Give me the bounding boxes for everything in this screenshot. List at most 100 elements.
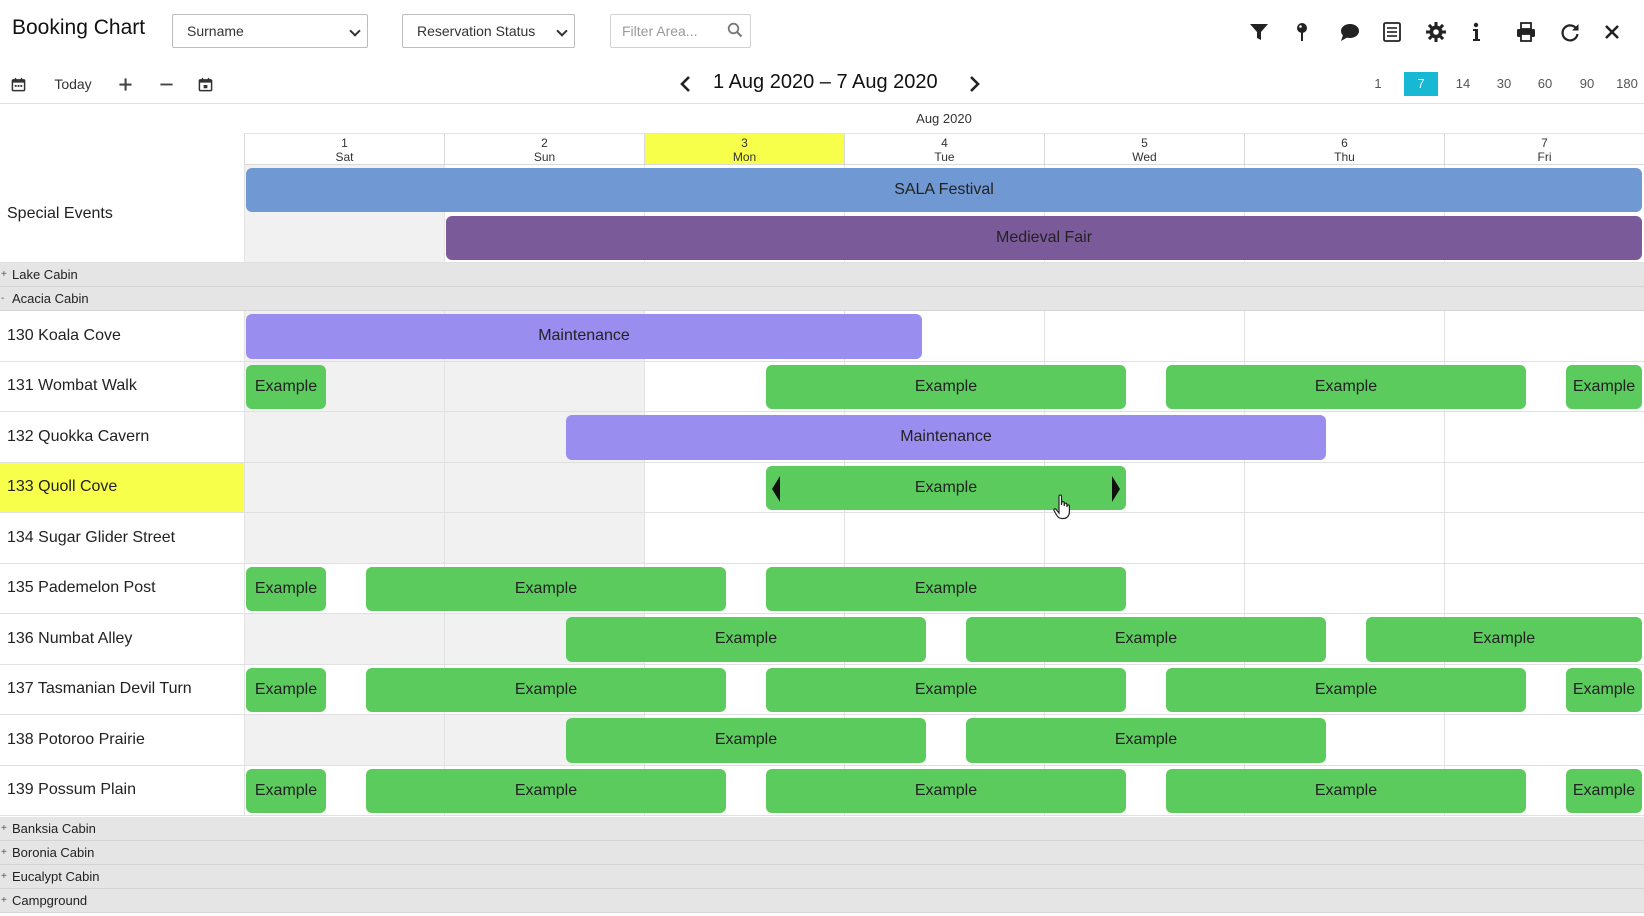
day-cell[interactable] [1044,165,1244,262]
day-cell[interactable] [1444,715,1644,765]
day-cell[interactable] [244,715,444,765]
calendar-icon[interactable] [8,72,28,96]
today-button[interactable]: Today [54,76,92,92]
info-icon[interactable] [1464,20,1488,44]
group-row-campground[interactable]: + Campground [0,889,1644,913]
day-cell[interactable] [1244,513,1444,563]
list-icon[interactable] [1380,20,1404,44]
day-cell[interactable] [244,412,444,462]
day-cell[interactable] [444,361,644,411]
day-cell[interactable] [1044,311,1244,361]
filter-area-input[interactable] [610,14,751,48]
group-row-eucalypt-cabin[interactable]: + Eucalypt Cabin [0,865,1644,889]
booking-bar[interactable]: Example [1166,768,1526,813]
zoom-option-1[interactable]: 1 [1374,76,1382,91]
zoom-option-7[interactable]: 7 [1404,72,1438,96]
group-row-boronia-cabin[interactable]: + Boronia Cabin [0,841,1644,865]
day-cell[interactable] [644,165,844,262]
booking-bar[interactable]: Example [566,617,926,662]
refresh-icon[interactable] [1558,20,1582,44]
reservation-status-select[interactable]: Reservation Status [402,14,575,48]
day-cell[interactable] [244,664,444,714]
resize-handle-right-icon[interactable] [1112,475,1120,502]
group-row-banksia-cabin[interactable]: + Banksia Cabin [0,817,1644,841]
unit-label[interactable]: 130 Koala Cove [0,311,244,362]
unit-label[interactable]: 139 Possum Plain [0,766,244,816]
booking-bar[interactable]: Example [1366,617,1642,662]
booking-bar[interactable]: Example [766,768,1126,813]
booking-bar[interactable]: Example [1166,364,1526,409]
day-cell[interactable] [244,563,444,613]
day-cell[interactable] [844,513,1044,563]
booking-bar[interactable]: Example [1566,768,1642,813]
calendar-check-icon[interactable] [195,72,215,96]
chevron-right-icon[interactable] [964,74,984,94]
unit-label[interactable]: 135 Pademelon Post [0,564,244,614]
day-cell[interactable] [1444,513,1644,563]
unit-label[interactable]: 138 Potoroo Prairie [0,715,244,766]
resize-handle-left-icon[interactable] [772,475,780,502]
chevron-left-icon[interactable] [676,74,696,94]
unit-label[interactable]: 136 Numbat Alley [0,614,244,665]
filter-icon[interactable] [1247,20,1271,44]
day-cell[interactable] [644,361,844,411]
booking-bar[interactable]: Example [766,364,1126,409]
print-icon[interactable] [1514,20,1538,44]
search-icon[interactable] [727,22,743,38]
unit-label[interactable]: 133 Quoll Cove [0,462,244,513]
booking-bar[interactable]: Example [366,667,726,712]
booking-bar[interactable]: Example [246,667,326,712]
booking-bar[interactable]: Example [766,465,1126,510]
zoom-option-14[interactable]: 14 [1455,76,1471,91]
zoom-option-60[interactable]: 60 [1537,76,1553,91]
booking-bar[interactable]: Example [1166,667,1526,712]
day-cell[interactable] [444,165,644,262]
day-cell[interactable] [1244,311,1444,361]
day-cell[interactable] [1444,462,1644,512]
booking-bar[interactable]: Example [966,718,1326,763]
day-cell[interactable] [1244,563,1444,613]
booking-bar[interactable]: Example [1566,364,1642,409]
zoom-option-30[interactable]: 30 [1496,76,1512,91]
day-cell[interactable] [1244,462,1444,512]
day-cell[interactable] [644,462,844,512]
maintenance-bar[interactable]: Maintenance [246,314,922,359]
day-cell[interactable] [244,513,444,563]
day-cell[interactable] [644,513,844,563]
day-cell[interactable] [1444,563,1644,613]
plus-icon[interactable] [115,72,135,96]
day-cell[interactable] [444,513,644,563]
minus-icon[interactable] [156,72,176,96]
booking-bar[interactable]: Example [1566,667,1642,712]
booking-bar[interactable]: Example [366,768,726,813]
booking-bar[interactable]: Example [566,718,926,763]
day-cell[interactable] [1444,165,1644,262]
zoom-option-90[interactable]: 90 [1579,76,1595,91]
special-event-bar[interactable]: Medieval Fair [446,216,1642,260]
booking-bar[interactable]: Example [246,768,326,813]
day-cell[interactable] [444,462,644,512]
day-cell[interactable] [244,614,444,664]
day-cell[interactable] [1244,165,1444,262]
booking-bar[interactable]: Example [366,566,726,611]
special-event-bar[interactable]: SALA Festival [246,168,1642,212]
day-cell[interactable] [244,462,444,512]
close-icon[interactable] [1600,20,1624,44]
day-cell[interactable] [844,165,1044,262]
booking-bar[interactable]: Example [246,566,326,611]
day-cell[interactable] [1444,412,1644,462]
group-row-lake-cabin[interactable]: + Lake Cabin [0,263,1644,287]
unit-label[interactable]: 132 Quokka Cavern [0,412,244,463]
booking-bar[interactable]: Example [246,364,326,409]
group-row-acacia-cabin[interactable]: - Acacia Cabin [0,287,1644,311]
pin-icon[interactable] [1290,20,1314,44]
booking-bar[interactable]: Example [966,617,1326,662]
gear-icon[interactable] [1424,20,1448,44]
unit-label[interactable]: 131 Wombat Walk [0,362,244,412]
booking-bar[interactable]: Example [766,566,1126,611]
maintenance-bar[interactable]: Maintenance [566,415,1326,460]
day-cell[interactable] [244,765,444,815]
booking-bar[interactable]: Example [766,667,1126,712]
unit-label[interactable]: 137 Tasmanian Devil Turn [0,665,244,715]
surname-select[interactable]: Surname [172,14,368,48]
